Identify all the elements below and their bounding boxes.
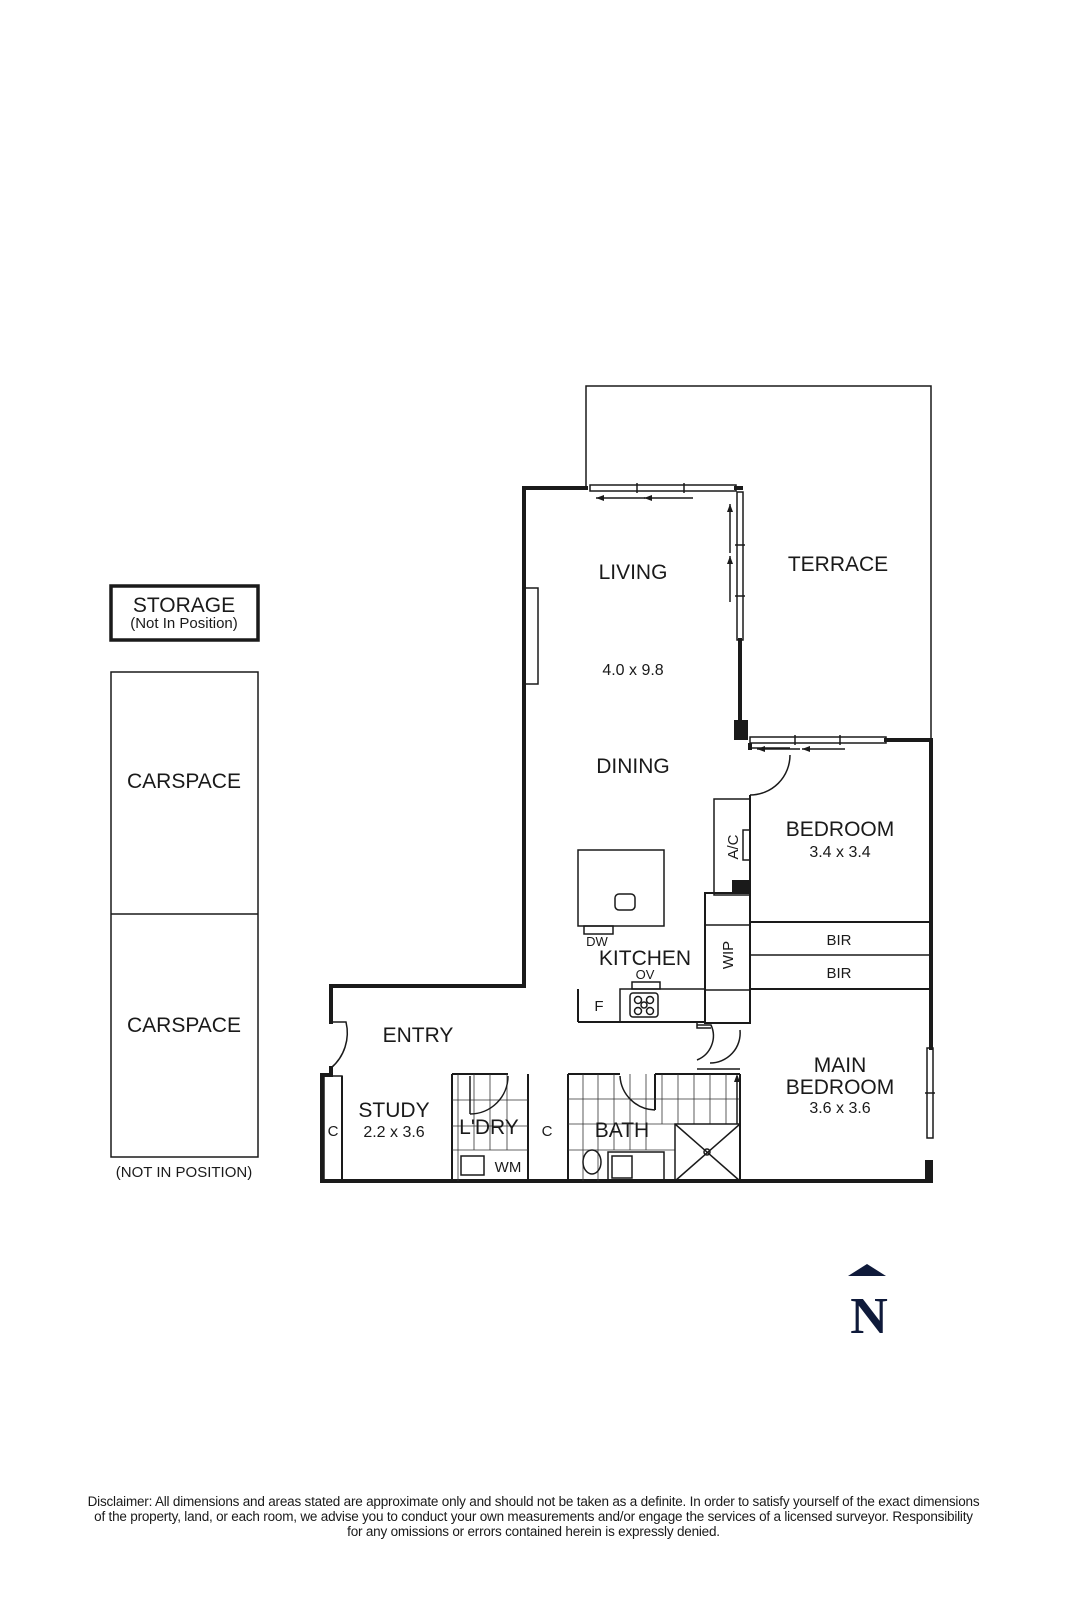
sliding-door-east bbox=[727, 491, 745, 641]
entry: ENTRY bbox=[330, 1021, 741, 1070]
sliding-door-north bbox=[589, 483, 737, 501]
living-label: LIVING bbox=[599, 561, 668, 584]
bath-door bbox=[619, 1075, 656, 1111]
cooktop-icon bbox=[629, 992, 659, 1018]
study-dims: 2.2 x 3.6 bbox=[363, 1124, 424, 1141]
disclaimer-line-2: of the property, land, or each room, we … bbox=[94, 1509, 973, 1524]
oven-icon bbox=[631, 981, 661, 990]
laundry-label: L'DRY bbox=[459, 1116, 519, 1139]
dishwasher-icon bbox=[583, 925, 614, 935]
wm-label: WM bbox=[495, 1159, 522, 1176]
toilet-icon bbox=[582, 1149, 602, 1175]
wip: WIP bbox=[704, 892, 751, 1024]
kitchen-label: KITCHEN bbox=[599, 947, 691, 970]
north-letter: N bbox=[850, 1288, 888, 1345]
ov-label: OV bbox=[636, 967, 655, 982]
study-label: STUDY bbox=[358, 1099, 429, 1122]
kitchen-island bbox=[577, 849, 665, 927]
bath-label: BATH bbox=[595, 1119, 649, 1142]
main-bedroom-label-1: MAIN bbox=[814, 1054, 867, 1077]
terrace-area: TERRACE bbox=[585, 385, 932, 740]
carspace-2-label: CARSPACE bbox=[127, 1014, 241, 1037]
bedroom-label: BEDROOM bbox=[786, 818, 895, 841]
disclaimer-line-1: Disclaimer: All dimensions and areas sta… bbox=[87, 1494, 980, 1509]
vanity-icon bbox=[607, 1151, 665, 1182]
ac-label: A/C bbox=[725, 834, 742, 859]
linen-cupboard-label: C bbox=[542, 1123, 553, 1140]
kitchen: DW KITCHEN OV F bbox=[577, 849, 705, 1023]
study: C STUDY 2.2 x 3.6 bbox=[323, 1075, 430, 1182]
main-bedroom-dims: 3.6 x 3.6 bbox=[809, 1100, 870, 1117]
bedroom: A/C BEDROOM 3.4 x 3.4 BIR BIR bbox=[713, 743, 931, 1022]
wip-label: WIP bbox=[720, 941, 737, 969]
washing-machine-icon bbox=[460, 1155, 485, 1176]
terrace-label: TERRACE bbox=[788, 553, 888, 576]
entry-label: ENTRY bbox=[383, 1024, 454, 1047]
sink-icon bbox=[614, 893, 636, 911]
carspace-note: (NOT IN POSITION) bbox=[116, 1164, 252, 1181]
storage-box: STORAGE (Not In Position) bbox=[109, 584, 260, 642]
bir-2-label: BIR bbox=[826, 965, 851, 982]
study-cupboard-label: C bbox=[328, 1123, 339, 1140]
storage-label: STORAGE bbox=[133, 594, 235, 617]
exterior-walls bbox=[320, 486, 933, 1183]
north-arrow-icon: N bbox=[848, 1264, 888, 1345]
laundry-door bbox=[469, 1075, 509, 1115]
bir-1-label: BIR bbox=[826, 932, 851, 949]
entry-door bbox=[330, 1021, 349, 1069]
bedroom-dims: 3.4 x 3.4 bbox=[809, 844, 870, 861]
wet-areas: L'DRY WM C BATH bbox=[451, 1073, 741, 1182]
disclaimer-line-3: for any omissions or errors contained he… bbox=[347, 1524, 720, 1539]
carspaces: CARSPACE CARSPACE (NOT IN POSITION) bbox=[110, 671, 259, 1181]
shower-icon bbox=[674, 1123, 741, 1182]
dw-label: DW bbox=[586, 934, 608, 949]
carspace-1-label: CARSPACE bbox=[127, 770, 241, 793]
storage-note: (Not In Position) bbox=[130, 615, 238, 632]
main-bedroom: MAIN BEDROOM 3.6 x 3.6 bbox=[786, 1047, 935, 1139]
sliding-door-bedroom bbox=[749, 735, 887, 752]
main-bedroom-label-2: BEDROOM bbox=[786, 1076, 895, 1099]
fridge-label: F bbox=[594, 998, 603, 1015]
living-dims: 4.0 x 9.8 bbox=[602, 662, 663, 679]
wall-niche bbox=[524, 587, 539, 685]
dining-label: DINING bbox=[596, 755, 670, 778]
disclaimer: Disclaimer: All dimensions and areas sta… bbox=[0, 1494, 1067, 1539]
